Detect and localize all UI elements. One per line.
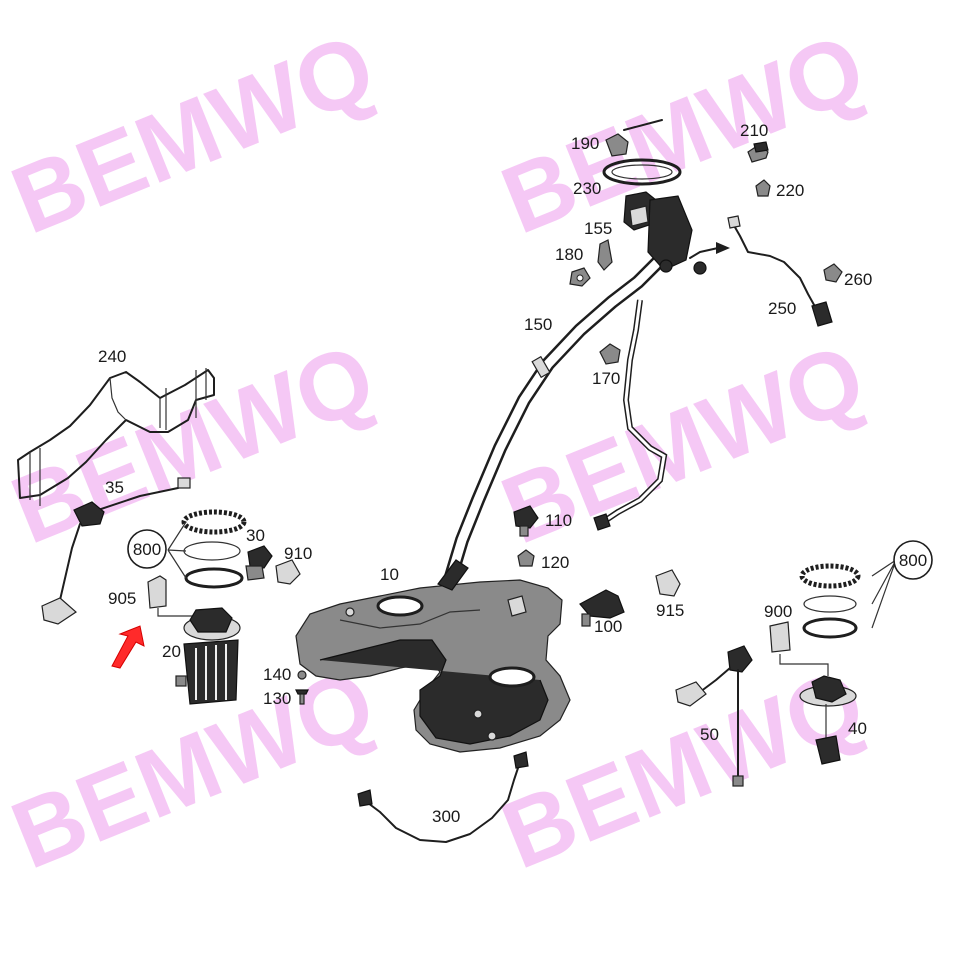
heat-shield-part-240 xyxy=(17,368,215,506)
callout-180: 180 xyxy=(555,245,583,264)
watermark: BEMWQ xyxy=(0,13,389,254)
bolt-part-210 xyxy=(747,141,769,163)
callout-260: 260 xyxy=(844,270,872,289)
fuel-pump-part-20 xyxy=(147,575,241,705)
callout-800-left: 800 xyxy=(133,540,161,559)
callout-20: 20 xyxy=(162,642,181,661)
callout-210: 210 xyxy=(740,121,768,140)
callout-100: 100 xyxy=(594,617,622,636)
nut-part-120 xyxy=(517,549,535,567)
vent-hose-part-250 xyxy=(727,215,833,327)
red-arrow-icon xyxy=(111,625,145,669)
callout-10: 10 xyxy=(380,565,399,584)
callout-130: 130 xyxy=(263,689,291,708)
callout-300: 300 xyxy=(432,807,460,826)
callout-155: 155 xyxy=(584,219,612,238)
callout-40: 40 xyxy=(848,719,867,738)
callout-150: 150 xyxy=(524,315,552,334)
callout-30: 30 xyxy=(246,526,265,545)
strap-part-300 xyxy=(357,751,529,843)
screw-part-140-130 xyxy=(295,670,309,705)
seal-kit-800-right xyxy=(799,559,897,639)
grommet-part-170 xyxy=(599,343,621,365)
watermark: BEMWQ xyxy=(0,323,389,564)
clip-part-260 xyxy=(823,263,843,283)
pump-module-part-40 xyxy=(769,621,857,765)
filler-neck-part-150 xyxy=(437,253,668,591)
callout-50: 50 xyxy=(700,725,719,744)
callout-190: 190 xyxy=(571,134,599,153)
valve-part-110 xyxy=(513,505,539,537)
callout-circle-800-left xyxy=(127,529,167,569)
seal-kit-800-left xyxy=(167,509,247,589)
sensor-part-100 xyxy=(579,589,625,627)
seal-part-915 xyxy=(655,569,681,597)
callout-230: 230 xyxy=(573,179,601,198)
callout-800-right: 800 xyxy=(899,551,927,570)
callout-170: 170 xyxy=(592,369,620,388)
callout-910: 910 xyxy=(284,544,312,563)
callout-250: 250 xyxy=(768,299,796,318)
callout-915: 915 xyxy=(656,601,684,620)
callout-circle-800-right xyxy=(893,540,933,580)
level-sender-part-50 xyxy=(675,645,753,787)
fuel-tank-part-10 xyxy=(295,579,571,753)
callout-220: 220 xyxy=(776,181,804,200)
watermark-layer: BEMWQ BEMWQ BEMWQ BEMWQ BEMWQ BEMWQ xyxy=(0,13,879,889)
callout-120: 120 xyxy=(541,553,569,572)
nut-part-220 xyxy=(755,179,771,197)
callout-140: 140 xyxy=(263,665,291,684)
callout-905: 905 xyxy=(108,589,136,608)
callout-35: 35 xyxy=(105,478,124,497)
valve-part-30 xyxy=(245,545,301,585)
callout-labels: 10 20 30 35 40 50 100 110 120 130 140 15… xyxy=(98,121,933,826)
callout-900: 900 xyxy=(764,602,792,621)
level-sensor-part-35 xyxy=(41,477,191,625)
filler-head-assembly xyxy=(569,119,730,287)
callout-240: 240 xyxy=(98,347,126,366)
callout-110: 110 xyxy=(545,511,572,530)
